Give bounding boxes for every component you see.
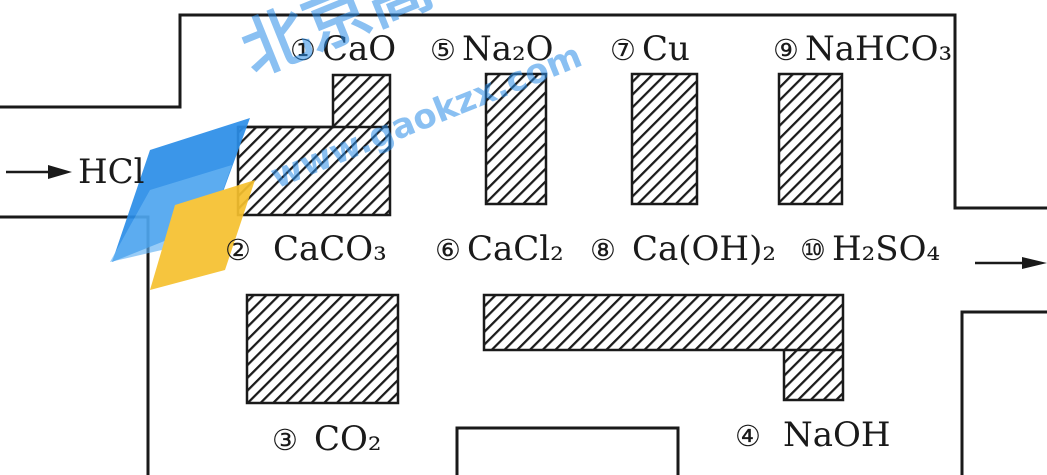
obstacle-7 bbox=[630, 72, 699, 206]
arrow-right-icon bbox=[975, 257, 1047, 269]
inlet-label: HCl bbox=[78, 152, 145, 192]
maze-walls bbox=[0, 13, 1047, 475]
label-6-number: ⑥ bbox=[435, 233, 461, 267]
label-2-number: ② bbox=[225, 233, 251, 267]
obstacle-3 bbox=[245, 293, 400, 405]
obstacle-1-2 bbox=[236, 73, 392, 217]
label-2-formula: CaCO₃ bbox=[273, 229, 387, 269]
label-1-number: ① bbox=[290, 33, 316, 67]
label-9-number: ⑨ bbox=[773, 33, 799, 67]
bottom-right-wall bbox=[960, 310, 1047, 475]
label-8-formula: Ca(OH)₂ bbox=[632, 229, 776, 269]
obstacle-blocks bbox=[236, 72, 845, 405]
gk-logo-icon bbox=[110, 118, 255, 290]
obstacle-9 bbox=[777, 72, 844, 206]
obstacle-6-8-4 bbox=[482, 293, 845, 402]
label-4: ④ NaOH bbox=[735, 418, 891, 452]
label-4-formula: NaOH bbox=[783, 415, 891, 455]
label-6-formula: CaCl₂ bbox=[467, 229, 564, 269]
label-7-formula: Cu bbox=[642, 29, 690, 69]
label-8: ⑧ Ca(OH)₂ bbox=[590, 232, 776, 266]
obstacle-5 bbox=[484, 72, 548, 206]
label-1-formula: CaO bbox=[322, 29, 397, 69]
label-3: ③ CO₂ bbox=[272, 422, 382, 456]
label-9-formula: NaHCO₃ bbox=[805, 29, 953, 69]
label-5-number: ⑤ bbox=[430, 33, 456, 67]
label-2: ② CaCO₃ bbox=[225, 232, 387, 266]
arrow-right-icon bbox=[6, 165, 72, 179]
label-10-formula: H₂SO₄ bbox=[832, 229, 941, 269]
label-10-number: ⑩ bbox=[800, 233, 826, 267]
top-wall bbox=[0, 13, 1047, 210]
label-4-number: ④ bbox=[735, 419, 761, 453]
bottom-bump-wall bbox=[455, 426, 680, 475]
label-8-number: ⑧ bbox=[590, 233, 616, 267]
label-5-formula: Na₂O bbox=[462, 29, 554, 69]
label-7-number: ⑦ bbox=[610, 33, 636, 67]
label-3-number: ③ bbox=[272, 423, 298, 457]
label-3-formula: CO₂ bbox=[314, 419, 382, 459]
